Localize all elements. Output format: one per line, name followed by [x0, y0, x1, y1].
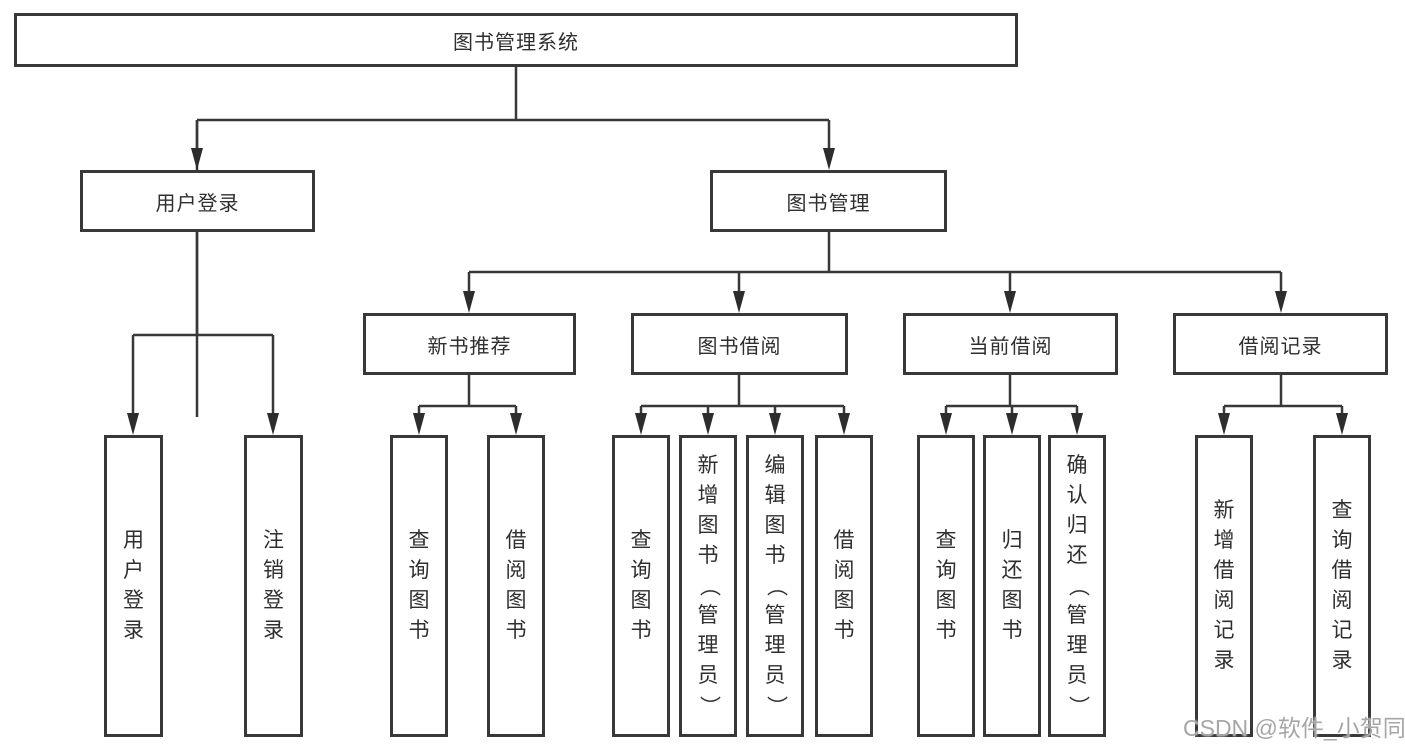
connector-current-split — [944, 375, 1079, 418]
leaf-query-books-borrowing: 查询图书 — [612, 435, 670, 737]
node-book-management: 图书管理 — [710, 170, 947, 232]
leaf-return-books: 归还图书 — [983, 435, 1041, 737]
node-new-book-recommend: 新书推荐 — [363, 313, 576, 375]
leaf-query-borrow-record: 查询借阅记录 — [1313, 435, 1371, 737]
node-current-borrowing: 当前借阅 — [903, 313, 1118, 375]
leaf-borrow-books: 借阅图书 — [815, 435, 873, 737]
connector-user-login-split — [131, 232, 275, 417]
leaf-confirm-return-admin: 确认归还（管理员） — [1048, 435, 1106, 737]
leaf-logout: 注销登录 — [244, 435, 303, 737]
connector-new-books-split — [417, 375, 518, 418]
node-borrow-records: 借阅记录 — [1173, 313, 1388, 375]
leaf-query-books-recommend: 查询图书 — [390, 435, 448, 737]
node-book-borrowing: 图书借阅 — [631, 313, 848, 375]
connector-records-split — [1222, 375, 1344, 418]
leaf-add-books-admin: 新增图书（管理员） — [679, 435, 737, 737]
connector-borrowing-split — [639, 375, 846, 418]
leaf-borrow-books-recommend: 借阅图书 — [487, 435, 545, 737]
leaf-query-books-current: 查询图书 — [917, 435, 975, 737]
leaf-edit-books-admin: 编辑图书（管理员） — [746, 435, 804, 737]
node-root-system: 图书管理系统 — [14, 13, 1018, 67]
connector-book-mgmt-split — [467, 232, 1283, 295]
arrowheads — [127, 148, 1348, 435]
node-user-login: 用户登录 — [80, 170, 315, 232]
connector-root-split — [195, 67, 831, 417]
leaf-user-login: 用户登录 — [104, 435, 163, 737]
watermark: CSDN @软件_小贺同学 — [1183, 715, 1405, 741]
leaf-add-borrow-record: 新增借阅记录 — [1195, 435, 1253, 737]
